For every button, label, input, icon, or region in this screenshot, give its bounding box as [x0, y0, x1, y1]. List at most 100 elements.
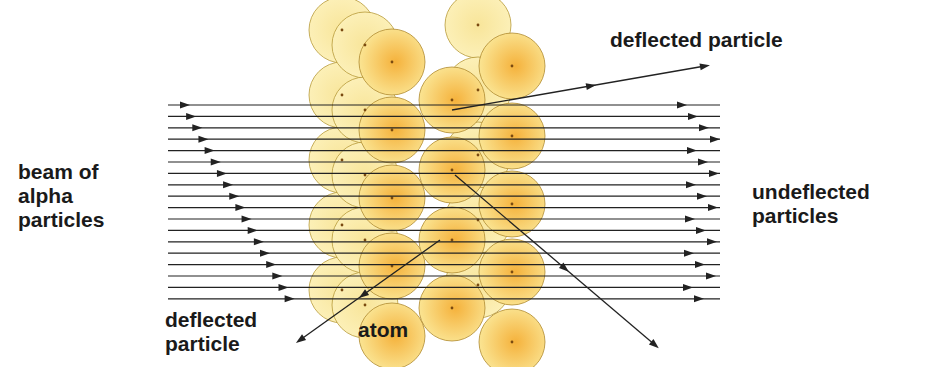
- arrowhead: [198, 136, 208, 143]
- arrowhead: [272, 273, 282, 280]
- arrowhead: [211, 159, 221, 166]
- atom-circle: [419, 137, 485, 203]
- deflected-path: [455, 175, 655, 345]
- nucleus-dot: [477, 284, 480, 287]
- nucleus-dot: [511, 271, 514, 274]
- nucleus-dot: [477, 24, 480, 27]
- arrowhead: [242, 216, 252, 223]
- particle-path: [168, 173, 720, 174]
- beam-label: beam of alpha particles: [18, 160, 138, 232]
- particle-path: [168, 241, 720, 242]
- undeflected-label: undeflected particles: [752, 180, 922, 228]
- arrowhead: [266, 261, 276, 268]
- arrowhead: [217, 170, 227, 177]
- nucleus-dot: [364, 304, 367, 307]
- arrowhead: [296, 334, 306, 343]
- arrowhead: [683, 284, 693, 291]
- nucleus-dot: [341, 94, 344, 97]
- atom-label: atom: [358, 318, 438, 342]
- deflected-path: [452, 66, 705, 110]
- atom-circle: [419, 207, 485, 273]
- atom-circle: [479, 309, 545, 367]
- arrowhead: [285, 295, 295, 302]
- atom-circle: [479, 33, 545, 99]
- atom-circle: [359, 97, 425, 163]
- particle-path: [168, 116, 720, 117]
- nucleus-dot: [391, 197, 394, 200]
- arrowhead: [235, 204, 245, 211]
- nucleus-dot: [451, 239, 454, 242]
- nucleus-dot: [451, 169, 454, 172]
- arrowhead: [706, 273, 716, 280]
- nucleus-dot: [451, 307, 454, 310]
- deflected-label: deflected particle: [165, 308, 290, 356]
- arrowhead: [260, 250, 270, 257]
- arrowhead: [695, 261, 705, 268]
- nucleus-dot: [477, 89, 480, 92]
- arrowhead: [223, 181, 233, 188]
- arrowhead: [359, 289, 369, 298]
- atom-circle: [479, 103, 545, 169]
- nucleus-dot: [364, 44, 367, 47]
- arrowhead: [180, 102, 190, 109]
- atom-circle: [419, 67, 485, 133]
- particle-path: [168, 184, 720, 185]
- arrowhead: [688, 113, 698, 120]
- arrowhead: [685, 216, 695, 223]
- arrowhead: [708, 204, 718, 211]
- nucleus-dot: [364, 174, 367, 177]
- particle-path: [168, 298, 720, 299]
- particle-path: [168, 150, 720, 151]
- nucleus-dot: [341, 29, 344, 32]
- arrowhead: [586, 83, 596, 90]
- arrowhead: [698, 159, 708, 166]
- arrowhead: [278, 284, 288, 291]
- arrowhead: [192, 124, 202, 131]
- arrowhead: [709, 170, 719, 177]
- arrowhead: [254, 238, 264, 245]
- particle-path: [168, 161, 720, 162]
- particle-path: [168, 253, 720, 254]
- particle-path: [168, 264, 720, 265]
- nucleus-dot: [391, 61, 394, 64]
- alpha-beam: [168, 102, 720, 303]
- particle-path: [168, 104, 720, 105]
- arrowhead: [649, 339, 659, 348]
- nucleus-dot: [511, 65, 514, 68]
- arrowhead: [186, 113, 196, 120]
- atom-circle: [359, 29, 425, 95]
- arrowhead: [205, 147, 215, 154]
- nucleus-dot: [341, 289, 344, 292]
- arrowhead: [707, 238, 717, 245]
- nucleus-dot: [511, 203, 514, 206]
- deflected-label: deflected particle: [610, 28, 870, 52]
- atom-circle: [479, 239, 545, 305]
- nucleus-dot: [364, 109, 367, 112]
- deflected-paths: [296, 63, 710, 348]
- arrowhead: [699, 63, 709, 70]
- arrowhead: [694, 295, 704, 302]
- arrowhead: [677, 102, 687, 109]
- nucleus-dot: [391, 129, 394, 132]
- arrowhead: [699, 124, 709, 131]
- nucleus-dot: [451, 99, 454, 102]
- arrowhead: [248, 227, 258, 234]
- atom-circle: [359, 233, 425, 299]
- nucleus-dot: [477, 154, 480, 157]
- particle-path: [168, 287, 720, 288]
- arrowhead: [559, 263, 569, 272]
- arrowhead: [686, 181, 696, 188]
- atom-circle: [419, 275, 485, 341]
- atoms: [309, 0, 545, 367]
- particle-path: [168, 127, 720, 128]
- arrowhead: [229, 193, 239, 200]
- particle-path: [168, 207, 720, 208]
- nucleus-dot: [511, 135, 514, 138]
- arrowhead: [710, 136, 720, 143]
- nucleus-dot: [341, 224, 344, 227]
- arrowhead: [687, 147, 697, 154]
- particle-path: [168, 275, 720, 276]
- nucleus-dot: [364, 239, 367, 242]
- arrowhead: [696, 227, 706, 234]
